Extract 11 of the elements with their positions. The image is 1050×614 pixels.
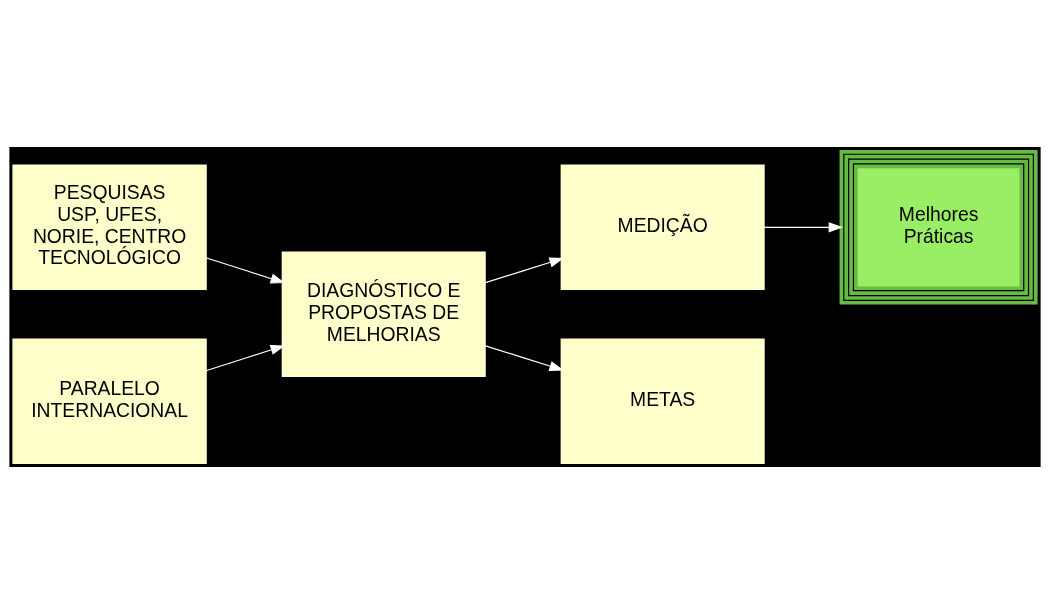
node-box: PESQUISAS USP, UFES, NORIE, CENTRO TECNOLÓGICO — [12, 164, 207, 291]
node-box: PARALELO INTERNACIONAL — [12, 338, 207, 464]
node-box: Melhores Práticas — [839, 150, 1038, 305]
arrow — [483, 257, 564, 284]
arrow — [762, 222, 844, 233]
arrow — [204, 256, 286, 284]
node-box: MEDIÇÃO — [560, 164, 765, 291]
arrow — [483, 344, 564, 371]
node-box: DIAGNÓSTICO E PROPOSTAS DE MELHORIAS — [281, 251, 486, 378]
arrow — [204, 345, 286, 372]
node-box: METAS — [560, 338, 765, 464]
